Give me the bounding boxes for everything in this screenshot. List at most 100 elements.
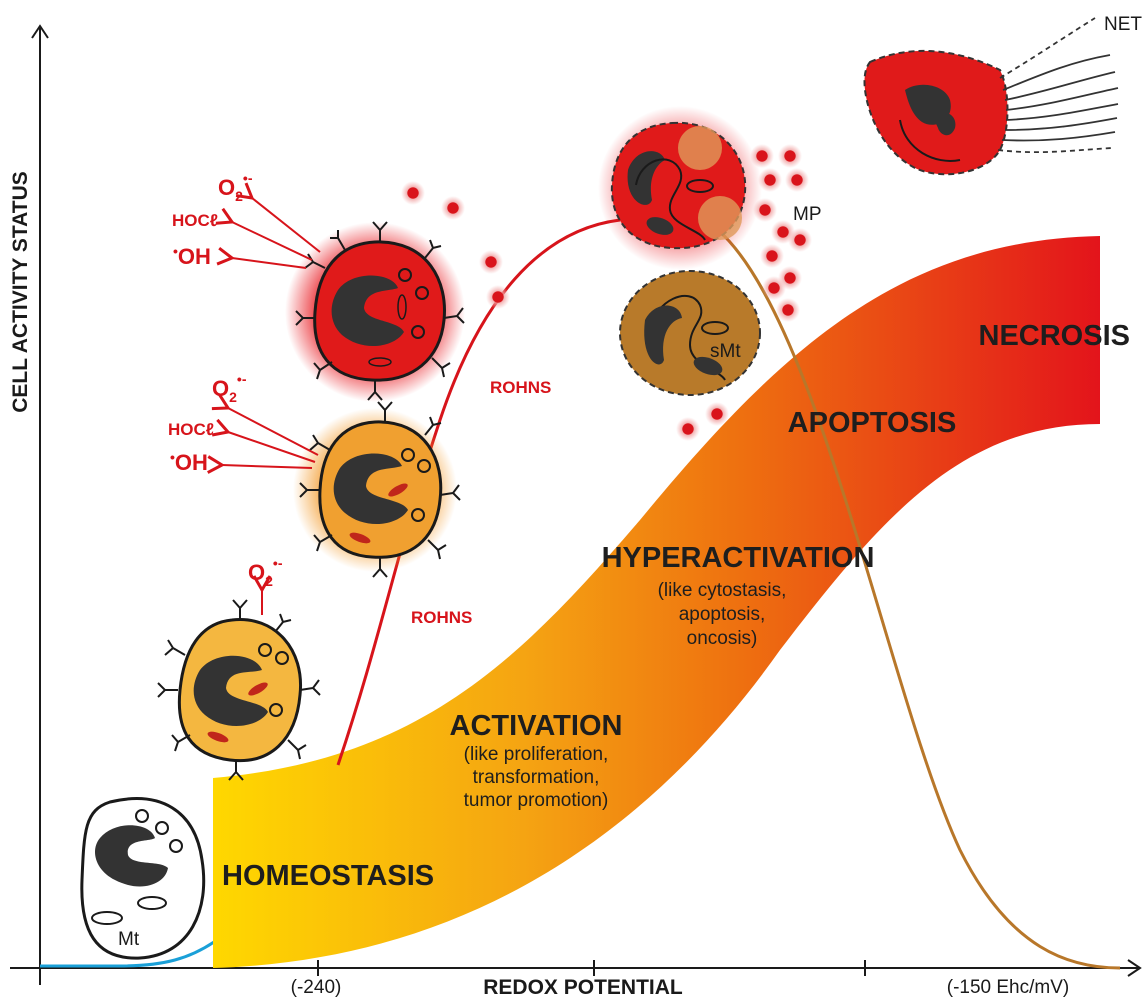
mitochondria-label: Mt [118,929,140,950]
superoxide-label: O2•- [218,170,253,204]
homeostasis-label: HOMEOSTASIS [222,860,434,892]
x-tick-label-right: (-150 Ehc/mV) [947,977,1069,998]
hyperactivation-line-2: apoptosis, [679,604,766,625]
microparticle-dot [760,244,784,268]
membrane-bleb [678,126,722,170]
granule [169,839,183,853]
microparticles [401,144,812,441]
activated-cell-nucleus [193,655,268,727]
activation-line-2: transformation, [473,767,600,788]
hypochlorous-label: HOCℓ [172,211,218,230]
microparticle-dot [486,285,510,309]
red-cell-nucleus [331,275,404,347]
granule [275,651,289,665]
microparticle-dot [750,144,774,168]
necrotic-cell: NET [863,14,1142,176]
mitochondrion-icon [368,357,392,367]
granule [401,448,415,462]
hyperactivation-title: HYPERACTIVATION [602,542,875,574]
apoptotic-nucleus-fragment [693,356,723,376]
granule [269,703,283,717]
mitochondrion-icon [388,483,408,497]
microparticle-dot [676,417,700,441]
apoptotic-nucleus-fragment [646,217,674,235]
ros-arrow [215,207,313,261]
mitochondrion-icon [207,731,229,743]
mitochondrion-icon [686,179,714,193]
dying-cell-outline [635,158,706,241]
resting-cell-nucleus [95,825,168,887]
axes: CELL ACTIVITY STATUS REDOX POTENTIAL (-2… [9,24,1142,999]
hyperactivation-line-1: (like cytostasis, [658,580,787,601]
orange-cell-nucleus [333,453,408,525]
activation-line-1: (like proliferation, [464,744,609,765]
apoptotic-cell-nucleus [644,305,682,365]
hypochlorous-label: HOCℓ [168,420,214,439]
activation-title: ACTIVATION [450,710,623,742]
rohns-curve [336,218,621,766]
granule [411,508,425,522]
dying-cell-nucleus [627,151,665,205]
mitochondrion-icon [349,532,371,544]
granule [415,286,429,300]
dying-cell: MP [598,106,822,270]
apoptosis-label: APOPTOSIS [788,407,957,439]
receptor-icons [295,221,465,401]
granule [135,809,149,823]
net-fibers [997,17,1119,154]
stage-labels: HOMEOSTASIS ACTIVATION (like proliferati… [222,320,1130,892]
baseline-curve [40,940,215,968]
superoxide-label: O2•- [248,555,283,589]
necrotic-cell-inner [899,119,961,162]
mitochondrion-icon [137,896,167,910]
ros-arrow [216,247,307,269]
granule [258,643,272,657]
microparticle-dot [785,168,809,192]
ros-arrow [211,393,319,456]
necrotic-cell-outline [905,84,956,136]
rohns-label-lower: ROHNS [411,608,472,627]
x-axis-title: REDOX POTENTIAL [483,976,683,999]
microparticle-dot [762,276,786,300]
membrane-bleb [698,196,742,240]
activity-band [213,236,1100,968]
x-tick-label-left: (-240) [291,977,342,998]
microparticle-dot [705,402,729,426]
mitochondrion-icon [91,911,123,925]
hydroxyl-label: •OH [170,449,208,475]
decline-curve [717,228,1121,970]
superoxide-label: O2•- [212,371,247,405]
granule [411,325,425,339]
necrosis-label: NECROSIS [979,320,1130,352]
swollen-mitochondria-label: sMt [710,341,741,362]
x-axis-arrow-icon [1127,959,1142,977]
receptor-icons [157,599,321,781]
orange-cell-body [318,420,443,559]
microparticle-dot [753,198,777,222]
net-label: NET [1104,14,1142,35]
microparticle-dot [778,144,802,168]
microparticle-dot [401,181,425,205]
receptor-icons [299,401,461,578]
microparticle-dot [441,196,465,220]
activation-line-3: tumor promotion) [464,790,609,811]
activated-cell: O2•- [157,555,321,781]
y-axis-title: CELL ACTIVITY STATUS [9,171,32,413]
granule [155,821,169,835]
ros-arrow [235,182,321,253]
resting-cell: Mt [80,797,206,960]
activated-cell-body [177,618,303,763]
apoptotic-cell: sMt [619,270,761,396]
microparticle-dot [479,250,503,274]
hyperactivation-line-3: oncosis) [687,628,758,649]
microparticle-dot [788,228,812,252]
hydroxyl-label: •OH [173,243,211,269]
mitochondrion-icon [248,682,268,696]
mitochondrion-icon [701,321,729,335]
orange-cell: O2•- HOCℓ •OH [168,371,461,578]
apoptotic-cell-body [619,270,761,396]
rohns-label-upper: ROHNS [490,378,551,397]
microparticles-label: MP [793,204,822,225]
granule [398,268,412,282]
